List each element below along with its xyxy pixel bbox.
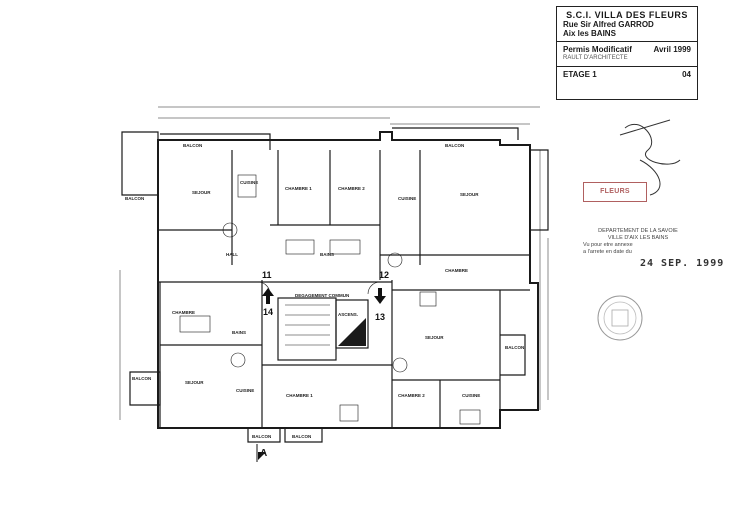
unit-number: 11 bbox=[262, 270, 272, 280]
floor-label: ETAGE 1 bbox=[563, 70, 597, 79]
room-label: CHAMBRE bbox=[445, 268, 468, 273]
department-stamp: DEPARTEMENT DE LA SAVOIE VILLE D'AIX LES… bbox=[583, 228, 693, 256]
dept-line-4: a l'arrete en date du bbox=[583, 249, 632, 255]
unit-number: 13 bbox=[375, 312, 386, 322]
room-label: BAINS bbox=[232, 330, 247, 335]
room-label: CHAMBRE 2 bbox=[338, 186, 365, 191]
room-label: SEJOUR bbox=[425, 335, 444, 340]
room-label: BALCON bbox=[505, 345, 525, 350]
room-label: CUISINE bbox=[462, 393, 481, 398]
room-label: BALCON bbox=[125, 196, 145, 201]
room-label: BALCON bbox=[252, 434, 272, 439]
room-label: ASCENS. bbox=[338, 312, 359, 317]
project-title: S.C.I. VILLA DES FLEURS bbox=[566, 10, 688, 20]
approval-date-stamp: 24 SEP. 1999 bbox=[640, 258, 725, 269]
room-label: CHAMBRE 1 bbox=[286, 393, 313, 398]
unit-number: 14 bbox=[263, 307, 274, 317]
modification-stamp: FLEURS MODIFICATIF bbox=[583, 182, 647, 202]
address-line-2: Aix les BAINS bbox=[563, 29, 616, 38]
room-label: CHAMBRE 1 bbox=[285, 186, 312, 191]
address-line-1: Rue Sir Alfred GARROD bbox=[563, 20, 654, 29]
permit-date: Avril 1999 bbox=[653, 45, 691, 54]
room-label: BALCON bbox=[292, 434, 312, 439]
room-label: SEJOUR bbox=[460, 192, 479, 197]
architect-name: RAULT D'ARCHITECTE bbox=[563, 55, 628, 61]
room-label: CUISINE bbox=[236, 388, 255, 393]
dept-line-3: Vu pour etre annexe bbox=[583, 242, 633, 248]
permit-type: Permis Modificatif bbox=[563, 45, 632, 54]
room-label: CHAMBRE 2 bbox=[398, 393, 425, 398]
room-label: BALCON bbox=[132, 376, 152, 381]
room-label: CHAMBRE bbox=[172, 310, 195, 315]
unit-number: 12 bbox=[379, 270, 390, 280]
room-label: BAINS bbox=[320, 252, 335, 257]
section-marker: A bbox=[260, 448, 268, 459]
room-label: BALCON bbox=[445, 143, 465, 148]
dept-line-2: VILLE D'AIX LES BAINS bbox=[607, 235, 669, 241]
title-block: S.C.I. VILLA DES FLEURS Rue Sir Alfred G… bbox=[556, 6, 698, 100]
sheet-number: 04 bbox=[682, 70, 691, 79]
room-label: BALCON bbox=[183, 143, 203, 148]
room-label: HALL bbox=[226, 252, 238, 257]
room-label: CUISINE bbox=[398, 196, 417, 201]
room-label: CUISINE bbox=[240, 180, 259, 185]
room-label: SEJOUR bbox=[185, 380, 204, 385]
room-label: SEJOUR bbox=[192, 190, 211, 195]
dept-line-1: DEPARTEMENT DE LA SAVOIE bbox=[598, 228, 678, 234]
room-label: DEGAGEMENT COMMUN bbox=[295, 293, 350, 298]
